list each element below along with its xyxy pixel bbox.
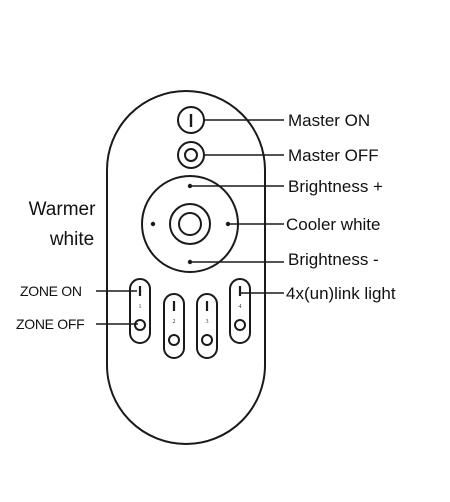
zone-4-button[interactable]: 4 [229,278,251,344]
zone-1-off-icon[interactable] [134,319,146,331]
wheel-center-button[interactable] [169,203,211,245]
brightness-minus-dot [187,259,193,265]
zone-2-number: 2 [173,319,176,325]
zone-4-off-icon[interactable] [234,319,246,331]
master-off-button[interactable] [177,141,205,169]
label-warmer-line2: white [49,229,94,250]
zone-1-button[interactable]: 1 [129,278,151,344]
warmer-white-dot [150,221,156,227]
zone-3-off-icon[interactable] [201,334,213,346]
color-wheel[interactable] [141,175,239,273]
label-master-off: Master OFF [288,146,379,165]
zone-2-off-icon[interactable] [168,334,180,346]
label-cooler-white: Cooler white [286,215,381,234]
master-on-button[interactable] [177,106,205,134]
zone-3-button[interactable]: 3 [196,293,218,359]
label-brightness-plus: Brightness + [288,177,383,196]
zone-4-number: 4 [239,304,242,310]
label-warmer-line1: Warmer [29,199,97,220]
label-zone-off: ZONE OFF [16,316,84,332]
zone-2-outline [163,293,185,359]
label-master-on: Master ON [288,111,370,130]
power-circle-icon [184,148,198,162]
zone-2-button[interactable]: 2 [163,293,185,359]
zone-1-number: 1 [139,304,142,310]
zone-3-outline [196,293,218,359]
zone-4-outline [229,278,251,344]
label-zone-on: ZONE ON [20,283,82,299]
zone-3-number: 3 [206,319,209,325]
brightness-plus-dot [187,183,193,189]
label-brightness-minus: Brightness - [288,250,379,269]
remote-body [106,90,266,445]
label-link-light: 4x(un)link light [286,284,396,303]
wheel-center-ring [178,212,202,236]
zone-1-outline [129,278,151,344]
cooler-white-dot [225,221,231,227]
